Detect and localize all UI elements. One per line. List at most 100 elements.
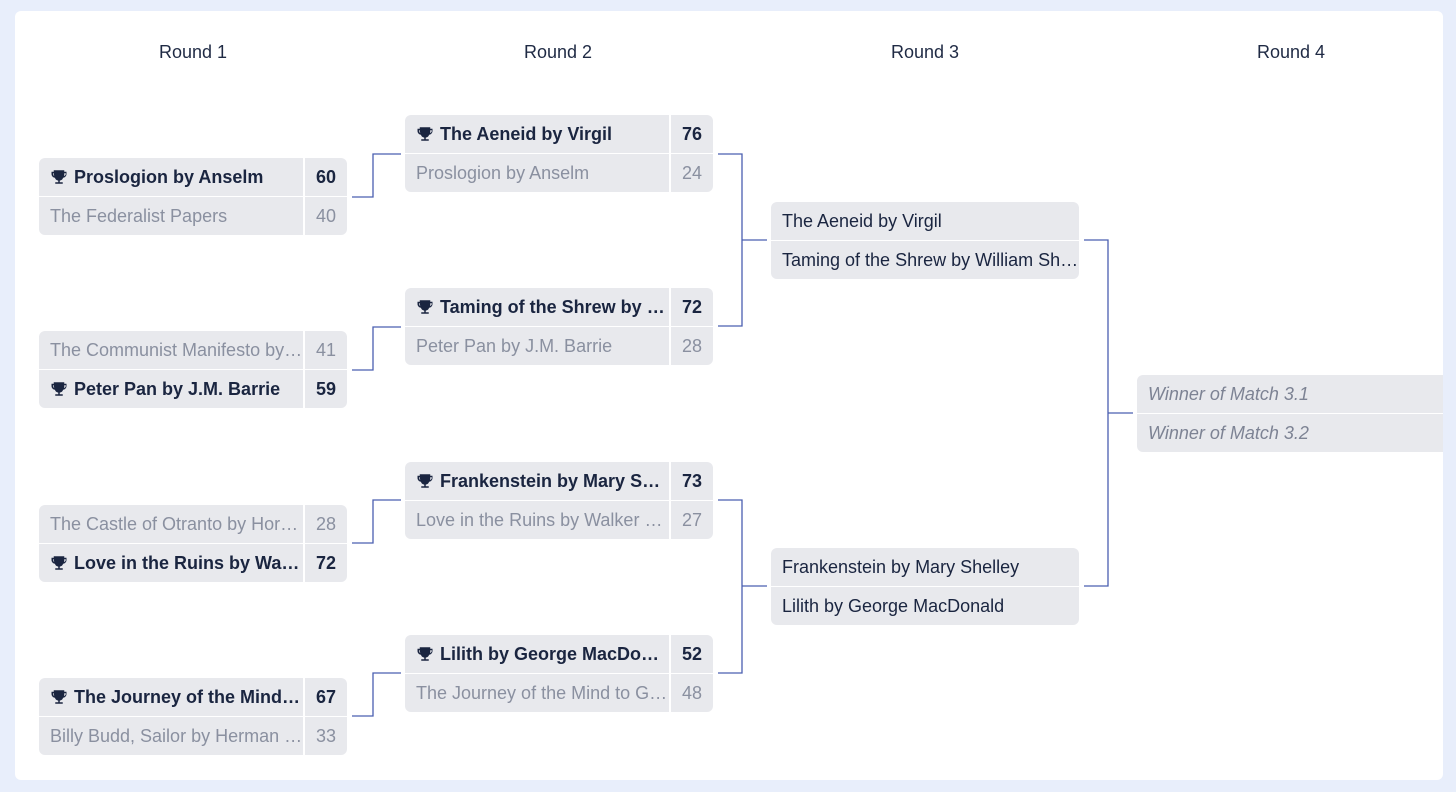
participant-name: The Journey of the Mind to God by Bonave… [74,687,304,707]
round-1-title: Round 1 [158,42,228,62]
participant-row[interactable]: The Journey of the Mind to God by Bonave… [405,674,713,712]
participant-score: 73 [681,470,703,491]
participant-score: 41 [315,339,337,360]
participant-placeholder: Winner of Match 3.2 [1148,422,1309,443]
participant-row[interactable]: The Aeneid by Virgil 76 [405,115,713,153]
divider [405,673,713,674]
participant-row[interactable]: Winner of Match 3.1 [1137,375,1443,413]
participant-row[interactable]: Proslogion by Anselm 24 [405,154,713,192]
round-2-title: Round 2 [523,42,593,62]
participant-score: 28 [681,335,703,356]
participant-score: 24 [681,162,703,183]
participant-score: 33 [315,725,337,746]
participant-name: Frankenstein by Mary Shelley [782,556,1020,577]
divider [405,326,713,327]
participant-row[interactable]: The Aeneid by Virgil [771,202,1079,240]
participant-placeholder: Winner of Match 3.1 [1148,383,1309,404]
participant-row[interactable]: Billy Budd, Sailor by Herman Melville 33 [39,717,347,755]
bracket-panel: Round 1 Round 2 Round 3 Round 4 Proslogi… [15,11,1443,780]
match-4-1: Winner of Match 3.1 Winner of Match 3.2 [1137,375,1443,452]
participant-name: The Communist Manifesto by Karl Marx [39,331,305,369]
participant-name: The Aeneid by Virgil [440,124,613,144]
participant-name: Taming of the Shrew by William Shakespea… [440,297,671,317]
participant-name: Frankenstein by Mary Shelley [440,471,671,491]
participant-row[interactable]: The Journey of the Mind to God by Bonave… [39,678,347,716]
trophy-icon [417,127,433,141]
connector-r1m1 [352,153,401,198]
participant-score: 76 [681,123,703,144]
participant-name: The Castle of Otranto by Horace Walpole [39,505,305,543]
participant-row[interactable]: The Federalist Papers 40 [39,197,347,235]
participant-name: Love in the Ruins by Walker Percy [74,553,303,573]
trophy-icon [51,556,67,570]
participant-row[interactable]: Frankenstein by Mary Shelley [771,548,1079,586]
participant-score: 72 [681,296,703,317]
trophy-icon [417,647,433,661]
trophy-icon [417,300,433,314]
participant-score: 52 [681,643,703,664]
match-1-1: Proslogion by Anselm 60 The Federalist P… [39,158,347,235]
divider [39,369,347,370]
connector-r1m4 [352,672,401,717]
divider [771,586,1079,587]
connector-r1m2 [352,326,401,371]
divider [405,153,713,154]
participant-row[interactable]: Lilith by George MacDonald [771,587,1079,625]
divider [39,543,347,544]
participant-row[interactable]: Love in the Ruins by Walker Percy 72 [39,544,347,582]
participant-name: Peter Pan by J.M. Barrie [74,379,281,399]
participant-row[interactable]: Proslogion by Anselm 60 [39,158,347,196]
participant-row[interactable]: Winner of Match 3.2 [1137,414,1443,452]
connector-r1m3 [352,499,401,544]
participant-name: The Journey of the Mind to God by Bonave… [405,674,671,712]
match-2-2: Taming of the Shrew by William Shakespea… [405,288,713,365]
participant-score: 40 [315,205,337,226]
divider [1137,413,1443,414]
connector-r2-lower [718,499,743,674]
connector-r3 [1084,239,1109,587]
divider [771,240,1079,241]
participant-name: Peter Pan by J.M. Barrie [405,327,671,365]
participant-row[interactable]: Taming of the Shrew by William Shakespea… [771,241,1079,279]
participant-name: Proslogion by Anselm [74,167,264,187]
trophy-icon [51,170,67,184]
trophy-icon [51,382,67,396]
match-2-4: Lilith by George MacDonald 52 The Journe… [405,635,713,712]
participant-name: Proslogion by Anselm [405,154,671,192]
participant-score: 67 [315,686,337,707]
divider [39,716,347,717]
participant-name: The Federalist Papers [39,197,305,235]
participant-name: Taming of the Shrew by William Shakespea… [782,249,1079,270]
participant-row[interactable]: Love in the Ruins by Walker Percy 27 [405,501,713,539]
participant-row[interactable]: The Communist Manifesto by Karl Marx 41 [39,331,347,369]
participant-row[interactable]: Taming of the Shrew by William Shakespea… [405,288,713,326]
participant-row[interactable]: Frankenstein by Mary Shelley 73 [405,462,713,500]
divider [405,500,713,501]
round-3-title: Round 3 [890,42,960,62]
participant-score: 28 [315,513,337,534]
participant-score: 72 [315,552,337,573]
match-3-2: Frankenstein by Mary Shelley Lilith by G… [771,548,1079,625]
trophy-icon [51,690,67,704]
participant-name: Love in the Ruins by Walker Percy [405,501,671,539]
participant-name: The Aeneid by Virgil [782,210,942,231]
round-4-title: Round 4 [1256,42,1326,62]
participant-row[interactable]: The Castle of Otranto by Horace Walpole … [39,505,347,543]
participant-score: 60 [315,166,337,187]
connector-r2-upper [718,153,743,327]
trophy-icon [417,474,433,488]
participant-row[interactable]: Lilith by George MacDonald 52 [405,635,713,673]
participant-score: 48 [681,682,703,703]
participant-name: Lilith by George MacDonald [440,644,671,664]
match-1-3: The Castle of Otranto by Horace Walpole … [39,505,347,582]
match-1-2: The Communist Manifesto by Karl Marx 41 … [39,331,347,408]
divider [39,196,347,197]
participant-row[interactable]: Peter Pan by J.M. Barrie 28 [405,327,713,365]
participant-row[interactable]: Peter Pan by J.M. Barrie 59 [39,370,347,408]
match-1-4: The Journey of the Mind to God by Bonave… [39,678,347,755]
participant-name: Lilith by George MacDonald [782,595,1005,616]
participant-score: 59 [315,378,337,399]
participant-name: Billy Budd, Sailor by Herman Melville [39,717,305,755]
match-2-1: The Aeneid by Virgil 76 Proslogion by An… [405,115,713,192]
participant-score: 27 [681,509,703,530]
